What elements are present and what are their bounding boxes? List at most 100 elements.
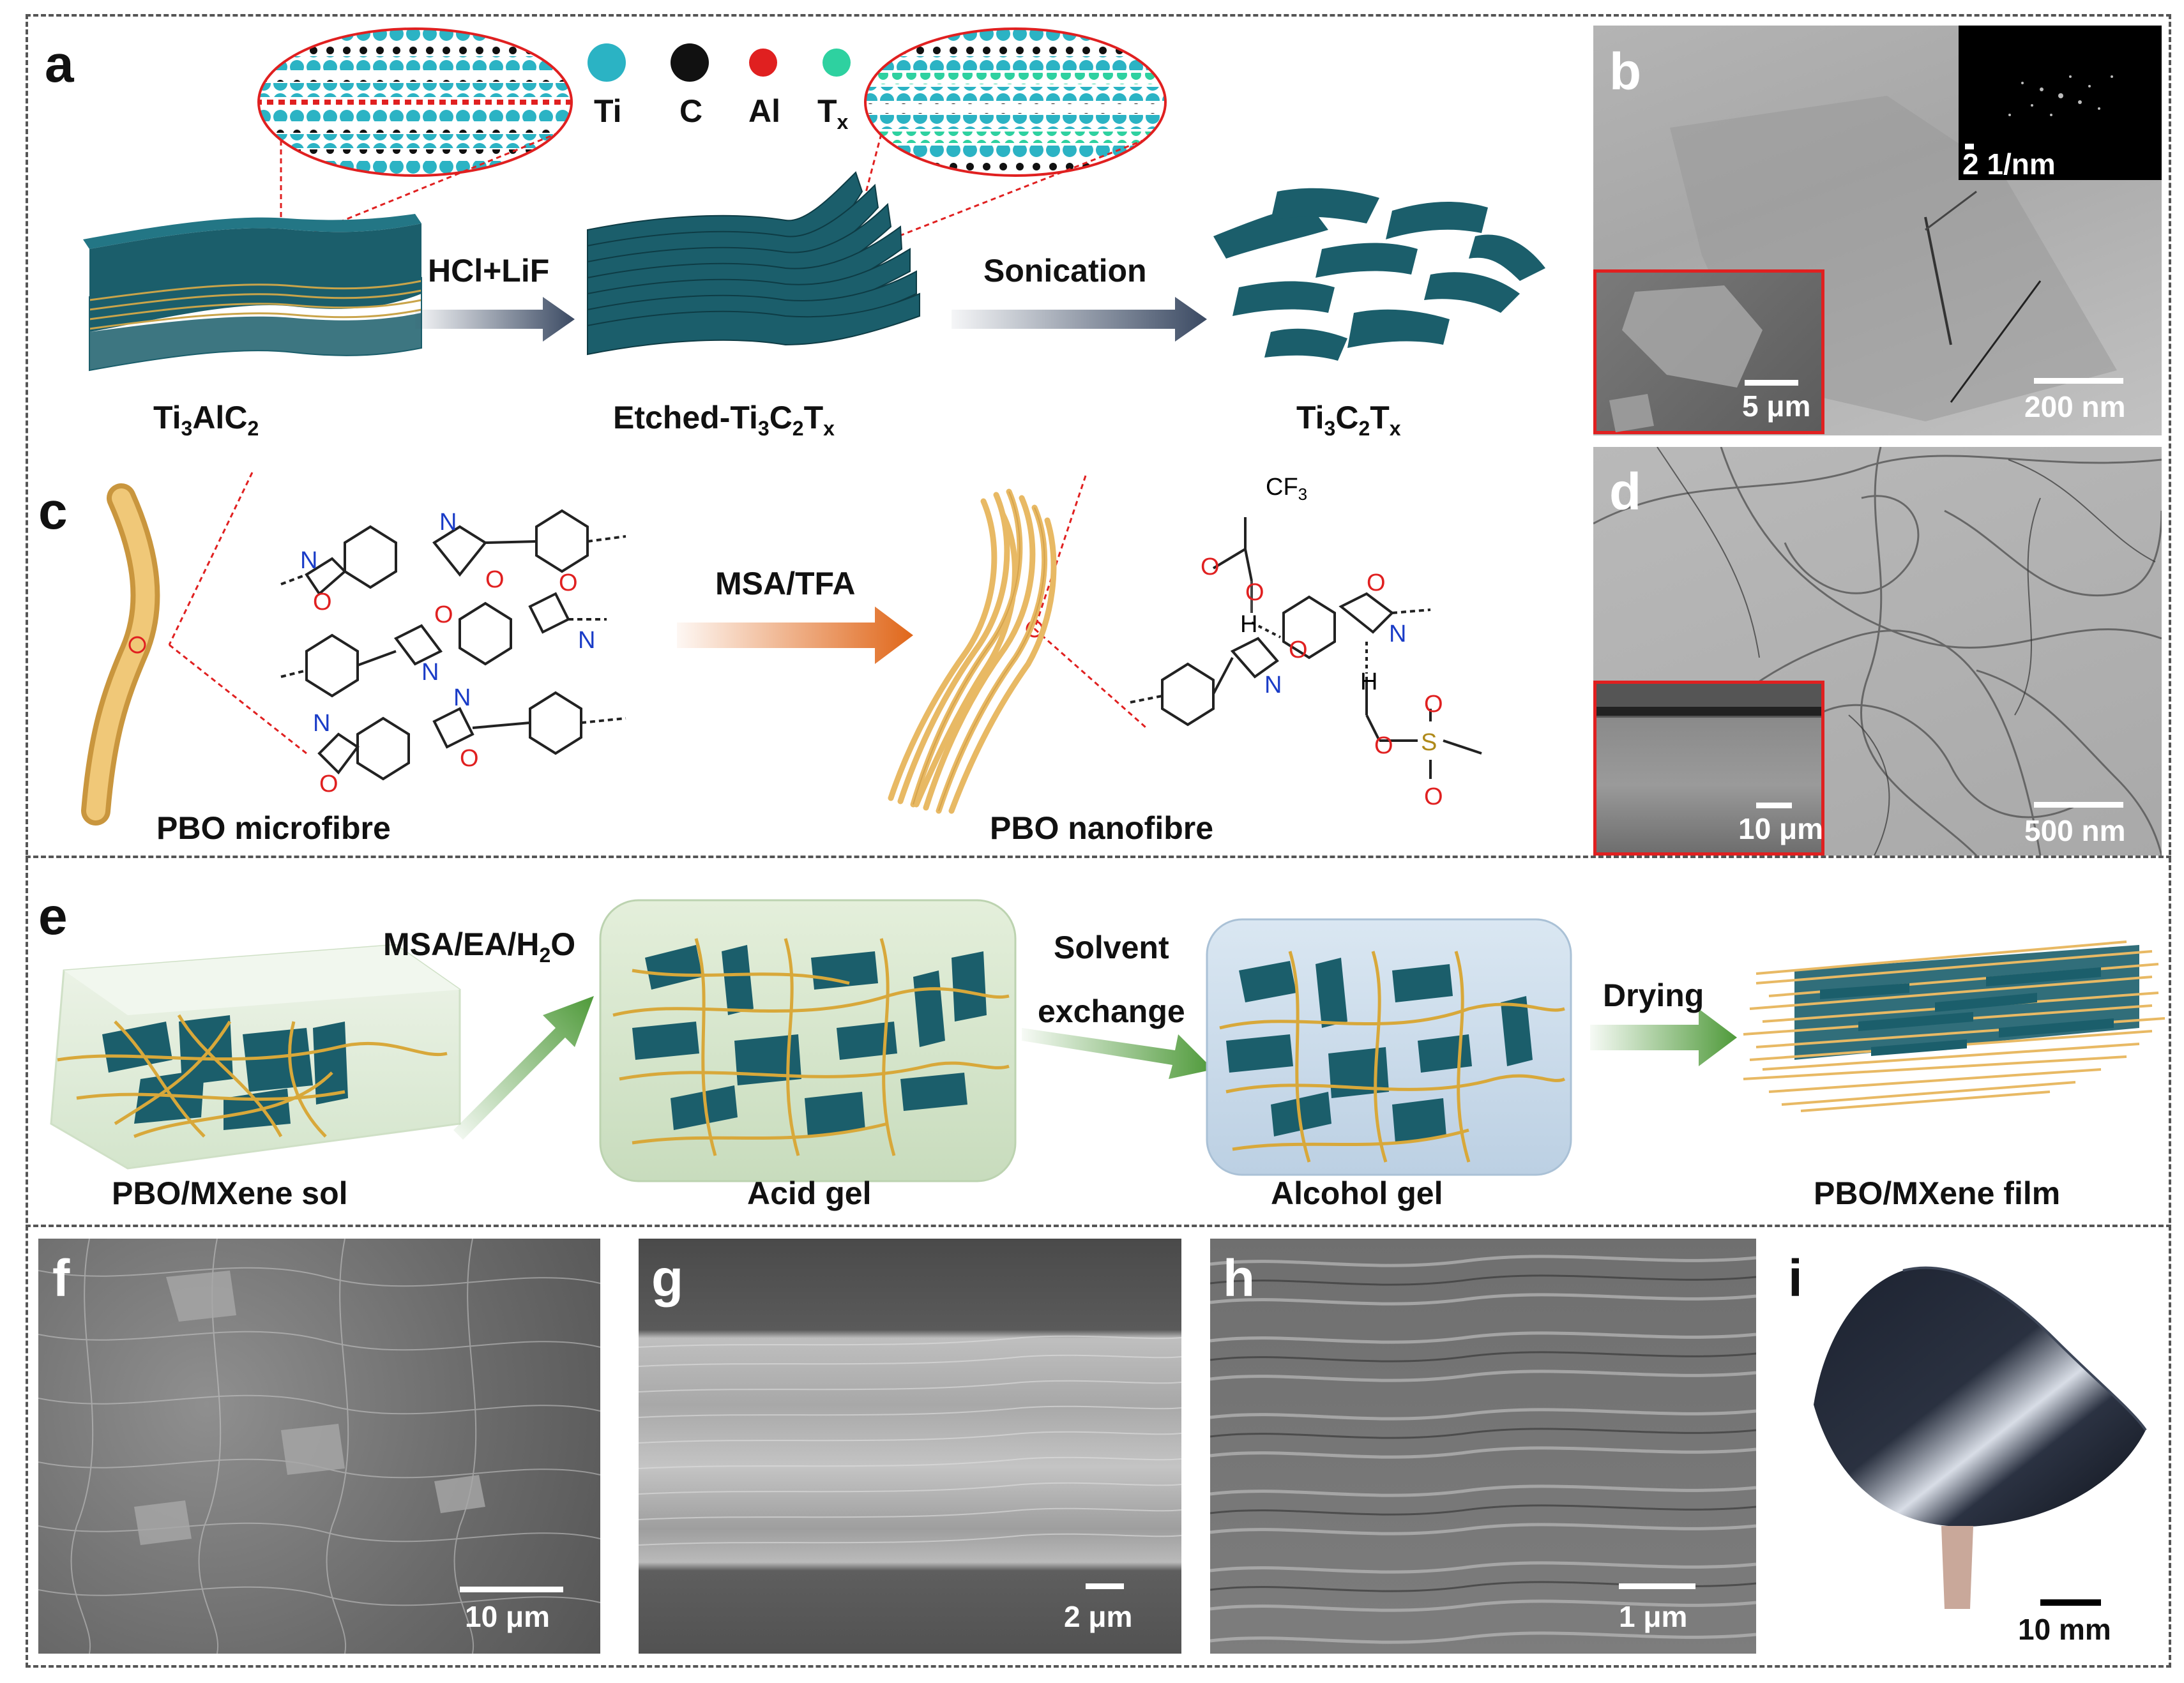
panel-g-label: g [651,1249,684,1308]
scale-label-g: 2 μm [1064,1600,1133,1633]
scale-bar-g [1086,1583,1124,1589]
panel-c-label: c [38,482,68,540]
caption-pbo-microfibre: PBO microfibre [156,810,391,846]
panel-b-label: b [1609,43,1642,101]
atom-legend [588,43,851,82]
atom-o-acid-1: O [1201,554,1220,580]
atom-o-2: O [313,589,332,615]
inset-scale-bar-d [1756,803,1792,808]
atom-n-3: N [578,627,595,654]
caption-etched: Etched-Ti3C2Tx [613,400,835,440]
ti-atom-icon [588,43,626,82]
al-atom-icon [749,49,777,77]
ti3alc2-block [83,214,422,372]
arrow-msa-ea-h2o-label: MSA/EA/H2O [383,926,576,967]
atom-o-1: O [485,566,504,593]
scale-bar-i [2040,1599,2101,1606]
legend-tx: Tx [817,93,849,133]
pbo-microfibre [81,483,160,826]
ti3c2tx-flakes [1213,188,1545,361]
sem-inset-b: 5 μm [1593,269,1824,434]
alcohol-gel-box [1206,918,1572,1176]
pbo-chain-structure: N O N O O O N N N N O O [280,509,626,797]
caption-pbo-nanofibre: PBO nanofibre [990,810,1214,846]
inset-scale-bar-b [1745,380,1798,386]
caption-film: PBO/MXene film [1814,1175,2061,1211]
saed-scale-bar [1965,144,1974,149]
atom-o-4: O [559,570,578,596]
atom-o-ring-1: O [1289,637,1308,663]
legend-al: Al [748,93,780,129]
panel-i-label: i [1788,1249,1803,1308]
scale-label-b: 200 nm [2024,390,2126,423]
arrow-msa-tfa [677,607,913,664]
atom-o-s-1: O [1424,691,1443,718]
atom-o-3: O [434,601,453,628]
atom-n-ring-1: N [1389,621,1406,647]
atom-o-s-2: O [1424,783,1443,810]
saed-pattern [2008,75,2113,116]
panel-e-label: e [38,887,68,946]
sem-image-g: 2 μm [639,1239,1181,1654]
atom-o-ring-2: O [1367,570,1386,596]
inset-scale-label-b: 5 μm [1742,389,1811,423]
atom-n-5: N [453,684,471,711]
scale-label-d: 500 nm [2024,814,2126,847]
film-edge-d [1596,707,1821,716]
legend-c: C [679,93,703,129]
caption-alcohol-gel: Alcohol gel [1271,1175,1443,1211]
inset-scale-label-d: 10 μm [1738,812,1823,845]
scale-label-f: 10 μm [465,1600,550,1633]
arrow-solvent-exchange [1022,1028,1213,1079]
sem-inset-d: 10 μm [1593,681,1824,856]
scale-bar-f [460,1587,563,1592]
sem-image-h: 1 μm [1210,1239,1756,1654]
caption-sol: PBO/MXene sol [112,1175,348,1211]
panel-f-label: f [52,1249,70,1308]
porous-network-f [38,1239,600,1654]
bent-film-photo [1814,1266,2147,1609]
carbon-atom-icon [671,43,709,82]
atom-o-6: O [460,745,479,772]
ti3c2tx-crystal-ellipse [864,27,1167,177]
saed-inset: 2 1/nm [1959,26,2162,181]
ti3alc2-crystal-ellipse [257,27,573,177]
panel-h-label: h [1223,1249,1255,1308]
caption-ti3alc2: Ti3AlC2 [153,400,259,440]
arrow-msa-tfa-label: MSA/TFA [715,566,856,601]
atom-n-4: N [421,659,439,686]
figure-frame [26,14,2171,1668]
etched-ti3c2tx-stack [587,171,920,356]
atom-n-ring-2: N [1264,672,1282,698]
atom-o-5: O [319,771,338,797]
scale-label-i: 10 mm [2018,1613,2111,1646]
sol-box [50,944,461,1170]
arrow-hcl-lif [415,297,575,342]
atom-o-sulfonic: O [1374,732,1393,759]
atom-n-6: N [313,710,330,737]
panel-d-label: d [1609,463,1642,521]
arrow-drying [1590,1009,1737,1066]
arrow-drying-label: Drying [1603,977,1704,1013]
tem-image-b: 2 1/nm 5 μm 200 nm [1593,26,2162,435]
sem-image-f: 10 μm [38,1239,600,1654]
sem-particle-b [1609,285,1763,432]
caption-acid-gel: Acid gel [747,1175,872,1211]
scale-bar-d [2034,802,2123,808]
panel-a-label: a [45,35,74,93]
pbo-nanofibre-structure: CF3 O O H O O N N H O S O O [1130,474,1482,810]
layered-structure-h [1210,1255,1756,1644]
divider-row2 [26,1225,2171,1227]
arrow-hcl-lif-label: HCl+LiF [428,253,550,289]
cross-section-layers-g [639,1335,1181,1546]
atom-h-2: H [1360,668,1377,695]
atom-n-1: N [439,509,457,536]
scale-bar-b [2034,378,2123,384]
arrow-sonication-label: Sonication [983,253,1147,289]
tem-image-d: 10 μm 500 nm [1593,447,2162,856]
pbo-nanofibres [888,488,1057,814]
atom-cf3: CF3 [1266,474,1307,504]
nanofibre-network-d [1593,447,2162,856]
tx-atom-icon [823,49,851,77]
atom-h-1: H [1240,611,1257,638]
